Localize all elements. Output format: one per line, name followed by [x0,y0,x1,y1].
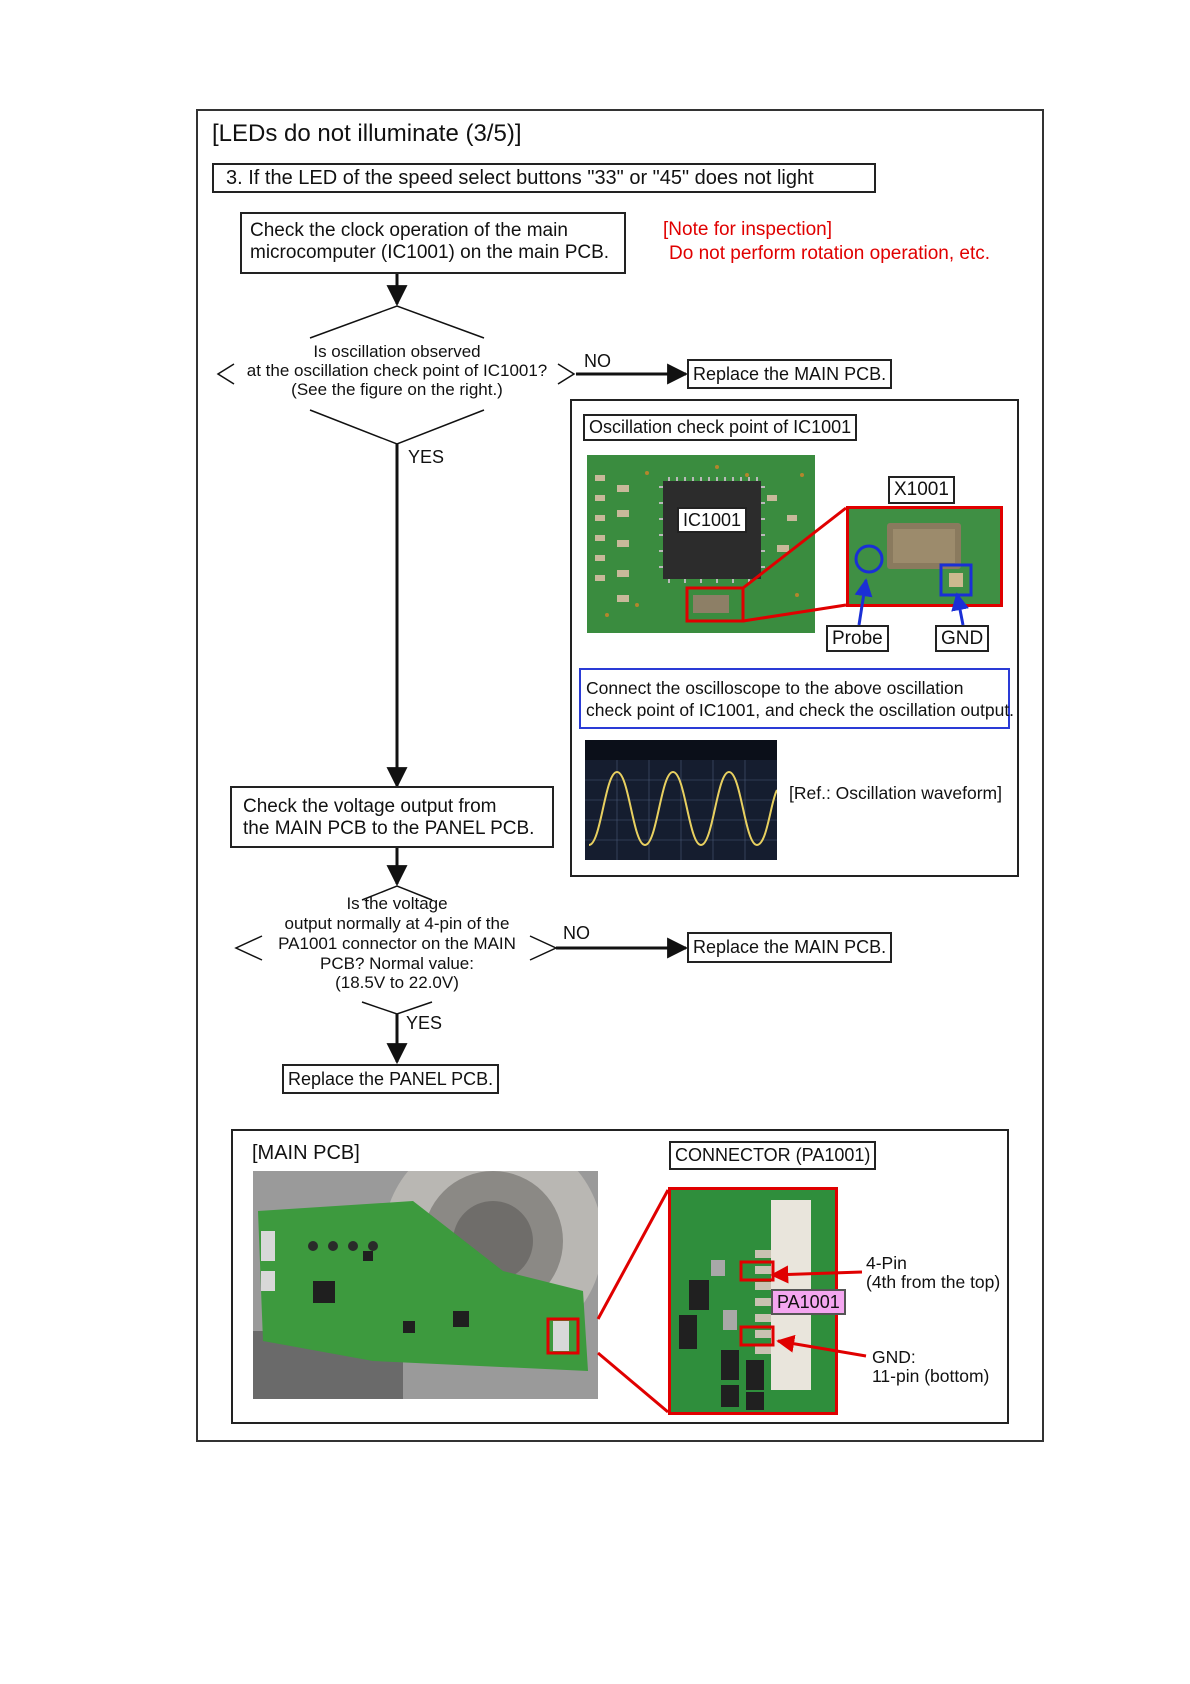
connect-line1: Connect the oscilloscope to the above os… [586,678,964,698]
check-clock-box: Check the clock operation of the main mi… [240,212,626,274]
waveform-ref-label: [Ref.: Oscillation waveform] [789,783,1002,803]
gnd-pin-line2: 11-pin (bottom) [872,1366,990,1386]
connect-line2: check point of IC1001, and check the osc… [586,700,1015,720]
check-clock-line1: Check the clock operation of the main [250,220,568,241]
waveform-drawing [585,740,777,860]
pa1001-label: PA1001 [771,1289,846,1315]
gnd-label: GND [935,625,990,652]
connect-instruction-box: Connect the oscilloscope to the above os… [579,668,1015,729]
gnd-pin-line1: GND: [872,1347,916,1367]
connector-title: CONNECTOR (PA1001) [669,1141,877,1170]
main-pcb-drawing [253,1171,598,1399]
decision1-no-label: NO [584,351,611,371]
decision2-yes-label: YES [406,1013,443,1033]
ic1001-chip-label: IC1001 [677,507,748,533]
note-text: Do not perform rotation operation, etc. [669,243,991,264]
check-voltage-line2: the MAIN PCB to the PANEL PCB. [243,818,535,839]
check-clock-line2: microcomputer (IC1001) on the main PCB. [250,242,610,263]
x1001-zoom-drawing [849,509,1000,604]
check-voltage-line1: Check the voltage output from [243,796,497,817]
main-pcb-photo [253,1171,598,1399]
replace-main-box-2: Replace the MAIN PCB. [687,932,893,963]
decision2-line5: (18.5V to 22.0V) [335,973,459,992]
decision2-no-label: NO [563,923,590,943]
decision2-line1: Is the voltage [346,894,448,913]
decision2-line4: PCB? Normal value: [319,954,474,973]
pin4-line1: 4-Pin [866,1253,907,1273]
decision1-line3: (See the figure on the right.) [291,380,503,399]
replace-panel-box: Replace the PANEL PCB. [282,1064,500,1094]
decision1-yes-label: YES [408,447,445,467]
page-frame [196,109,1044,1442]
main-pcb-title: [MAIN PCB] [252,1142,360,1164]
decision2-line3: PA1001 connector on the MAIN [278,934,516,953]
replace-main-box-1: Replace the MAIN PCB. [687,359,893,389]
note-title: [Note for inspection] [663,219,832,240]
x1001-zoom-photo [846,506,1003,607]
check-voltage-box: Check the voltage output from the MAIN P… [230,786,554,848]
decision2-line2: output normally at 4-pin of the [284,914,510,933]
page-title: [LEDs do not illuminate (3/5)] [212,120,522,147]
decision1-line1: Is oscillation observed [313,342,481,361]
oscilloscope-screenshot [585,740,777,860]
x1001-label: X1001 [888,476,955,504]
probe-label: Probe [826,625,889,652]
decision1-line2: at the oscillation check point of IC1001… [246,361,548,380]
oscillation-panel-title: Oscillation check point of IC1001 [583,414,858,441]
step-heading: 3. If the LED of the speed select button… [212,163,876,193]
ic1001-pcb-photo [587,455,815,633]
pin4-line2: (4th from the top) [866,1272,1001,1292]
